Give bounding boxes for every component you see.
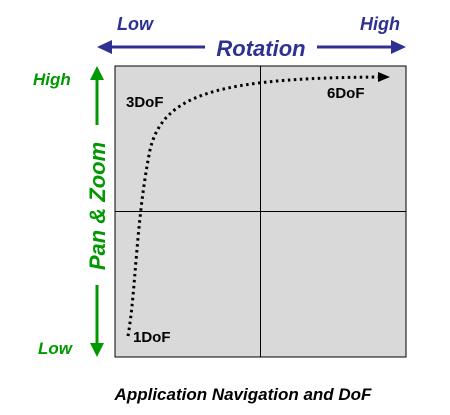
rotation-arrow-icon bbox=[97, 40, 406, 54]
pan-zoom-arrow-bottom-head bbox=[90, 343, 104, 357]
pan-zoom-axis: High Low Pan & Zoom bbox=[33, 66, 110, 358]
rotation-low-label: Low bbox=[117, 14, 154, 34]
curve-arrowhead-icon bbox=[378, 72, 390, 82]
rotation-high-label: High bbox=[360, 14, 400, 34]
label-6dof: 6DoF bbox=[327, 85, 365, 102]
pan-zoom-high-label: High bbox=[33, 70, 71, 89]
dof-curve-path bbox=[126, 75, 381, 337]
label-3dof: 3DoF bbox=[126, 94, 164, 111]
label-1dof: 1DoF bbox=[133, 329, 171, 346]
figure-caption: Application Navigation and DoF bbox=[114, 385, 373, 404]
pan-zoom-axis-title: Pan & Zoom bbox=[85, 142, 110, 270]
rotation-axis-title: Rotation bbox=[216, 36, 305, 61]
rotation-arrow-right-head bbox=[391, 40, 406, 54]
quadrant-grid bbox=[114, 65, 407, 358]
rotation-arrow-left-head bbox=[97, 40, 112, 54]
pan-zoom-arrow-icon bbox=[90, 66, 104, 357]
pan-zoom-low-label: Low bbox=[38, 339, 74, 358]
dof-curve bbox=[126, 72, 390, 337]
pan-zoom-arrow-top-head bbox=[90, 66, 104, 80]
rotation-axis: Low High Rotation bbox=[97, 14, 406, 61]
